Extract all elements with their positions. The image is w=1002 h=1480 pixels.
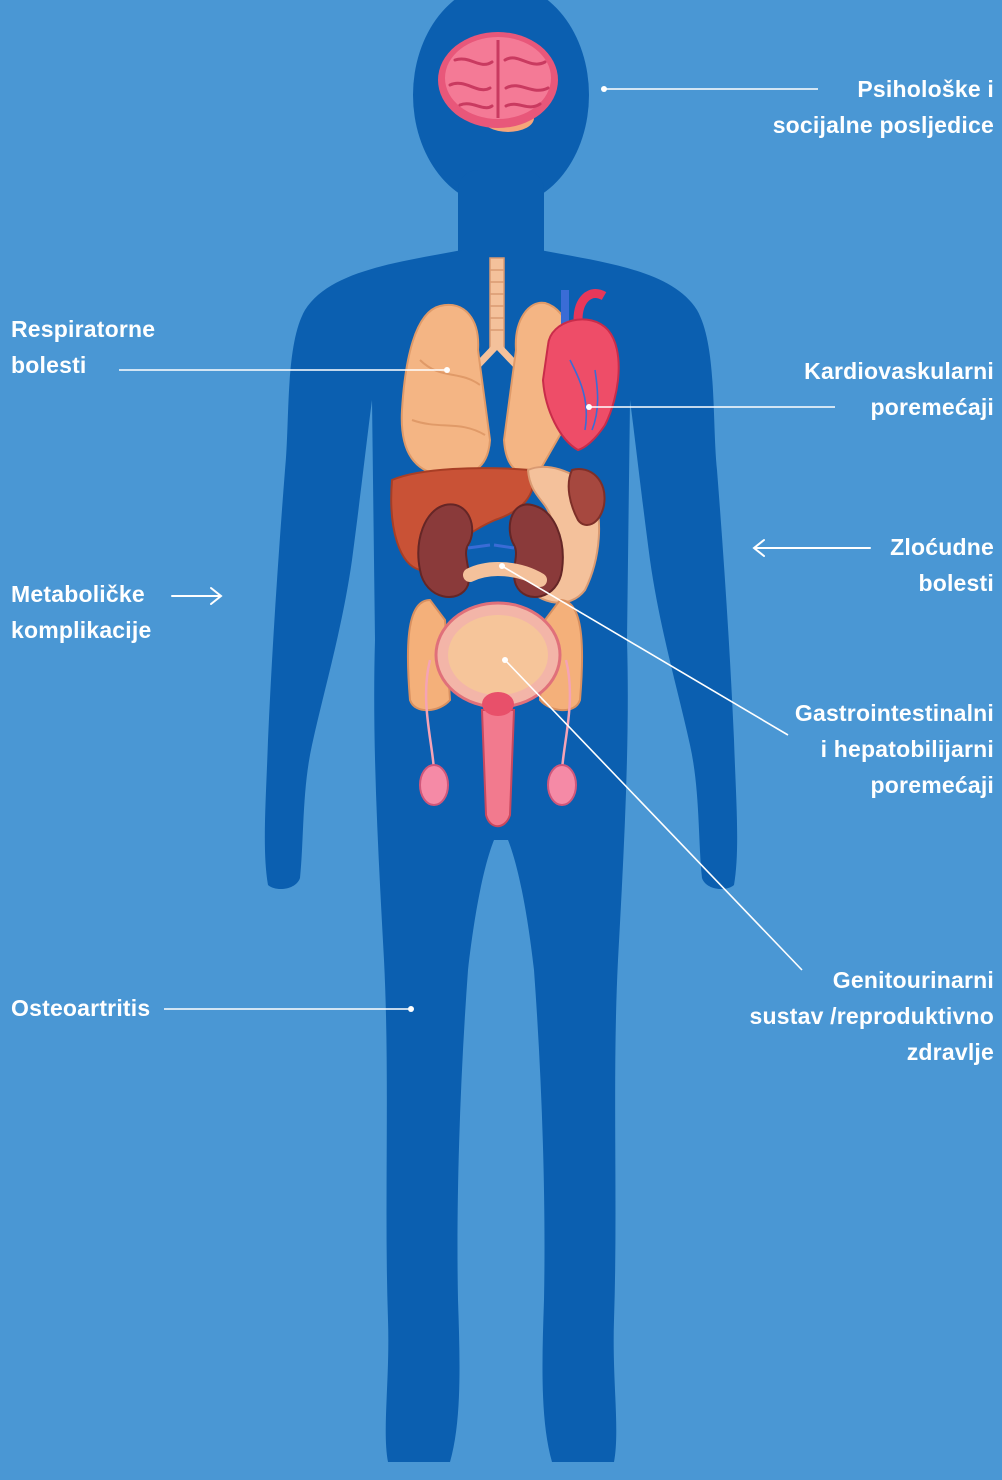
label-cardiovascular-line2: poremećaji bbox=[804, 389, 994, 425]
leader-dot-gastro bbox=[499, 563, 505, 569]
label-metabolic-line1: Metaboličke bbox=[11, 576, 151, 612]
label-malignant-line1: Zloćudne bbox=[890, 529, 994, 565]
leader-dot-genitourinary bbox=[502, 657, 508, 663]
leader-dot-psychological bbox=[601, 86, 607, 92]
label-osteoarthritis-line1: Osteoartritis bbox=[11, 990, 150, 1026]
label-gastro-line1: Gastrointestinalni bbox=[795, 695, 994, 731]
label-respiratory: Respiratorne bolesti bbox=[11, 311, 155, 383]
label-psychological: Psihološke i socijalne posljedice bbox=[773, 71, 994, 143]
leader-dot-respiratory bbox=[444, 367, 450, 373]
label-genitourinary-line3: zdravlje bbox=[750, 1034, 994, 1070]
leader-dot-cardiovascular bbox=[586, 404, 592, 410]
label-osteoarthritis: Osteoartritis bbox=[11, 990, 150, 1026]
label-gastro: Gastrointestinalni i hepatobilijarni por… bbox=[795, 695, 994, 803]
label-cardiovascular-line1: Kardiovaskularni bbox=[804, 353, 994, 389]
bladder-icon bbox=[436, 603, 560, 707]
label-psychological-line1: Psihološke i bbox=[773, 71, 994, 107]
label-genitourinary-line1: Genitourinarni bbox=[750, 962, 994, 998]
label-respiratory-line1: Respiratorne bbox=[11, 311, 155, 347]
label-metabolic: Metaboličke komplikacije bbox=[11, 576, 151, 648]
label-respiratory-line2: bolesti bbox=[11, 347, 155, 383]
label-genitourinary-line2: sustav /reproduktivno bbox=[750, 998, 994, 1034]
label-genitourinary: Genitourinarni sustav /reproduktivno zdr… bbox=[750, 962, 994, 1070]
label-malignant: Zloćudne bolesti bbox=[890, 529, 994, 601]
label-psychological-line2: socijalne posljedice bbox=[773, 107, 994, 143]
label-metabolic-line2: komplikacije bbox=[11, 612, 151, 648]
label-malignant-line2: bolesti bbox=[890, 565, 994, 601]
arrow-right-icon bbox=[172, 588, 221, 604]
label-gastro-line3: poremećaji bbox=[795, 767, 994, 803]
arrow-left-icon bbox=[754, 540, 870, 556]
label-gastro-line2: i hepatobilijarni bbox=[795, 731, 994, 767]
leader-dot-osteoarthritis bbox=[408, 1006, 414, 1012]
label-cardiovascular: Kardiovaskularni poremećaji bbox=[804, 353, 994, 425]
